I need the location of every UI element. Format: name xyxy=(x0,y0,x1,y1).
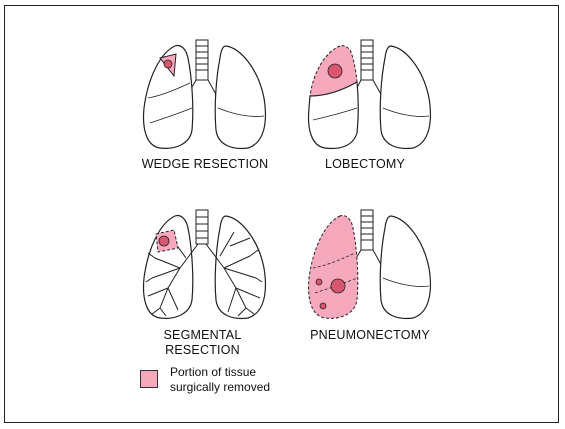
legend-line-2: surgically removed xyxy=(170,380,310,395)
caption-wedge-resection: WEDGE RESECTION xyxy=(120,157,290,172)
left-lung xyxy=(215,46,265,148)
lesion xyxy=(316,279,322,285)
caption-line-1: SEGMENTAL xyxy=(140,328,265,343)
wedge-resection-lungs xyxy=(130,38,280,153)
lesion xyxy=(159,236,169,246)
lesion xyxy=(320,303,326,309)
lesion xyxy=(331,279,345,293)
caption-lobectomy: LOBECTOMY xyxy=(300,157,430,172)
lesion xyxy=(328,64,342,78)
legend-label: Portion of tissue surgically removed xyxy=(170,365,310,395)
trachea xyxy=(355,210,383,268)
caption-segmental-resection: SEGMENTAL RESECTION xyxy=(140,328,265,358)
removed-lung xyxy=(309,216,358,319)
figure-frame xyxy=(4,5,559,423)
pneumonectomy-lungs xyxy=(295,208,445,323)
caption-pneumonectomy: PNEUMONECTOMY xyxy=(295,328,445,343)
lobectomy-lungs xyxy=(295,38,445,153)
left-lung xyxy=(215,216,265,318)
left-lung xyxy=(380,216,430,318)
segmental-resection-lungs xyxy=(130,208,280,323)
lesion xyxy=(164,60,172,68)
caption-line-2: RESECTION xyxy=(140,343,265,358)
legend-line-1: Portion of tissue xyxy=(170,365,310,380)
left-lung xyxy=(380,46,430,148)
legend-swatch xyxy=(140,370,158,388)
